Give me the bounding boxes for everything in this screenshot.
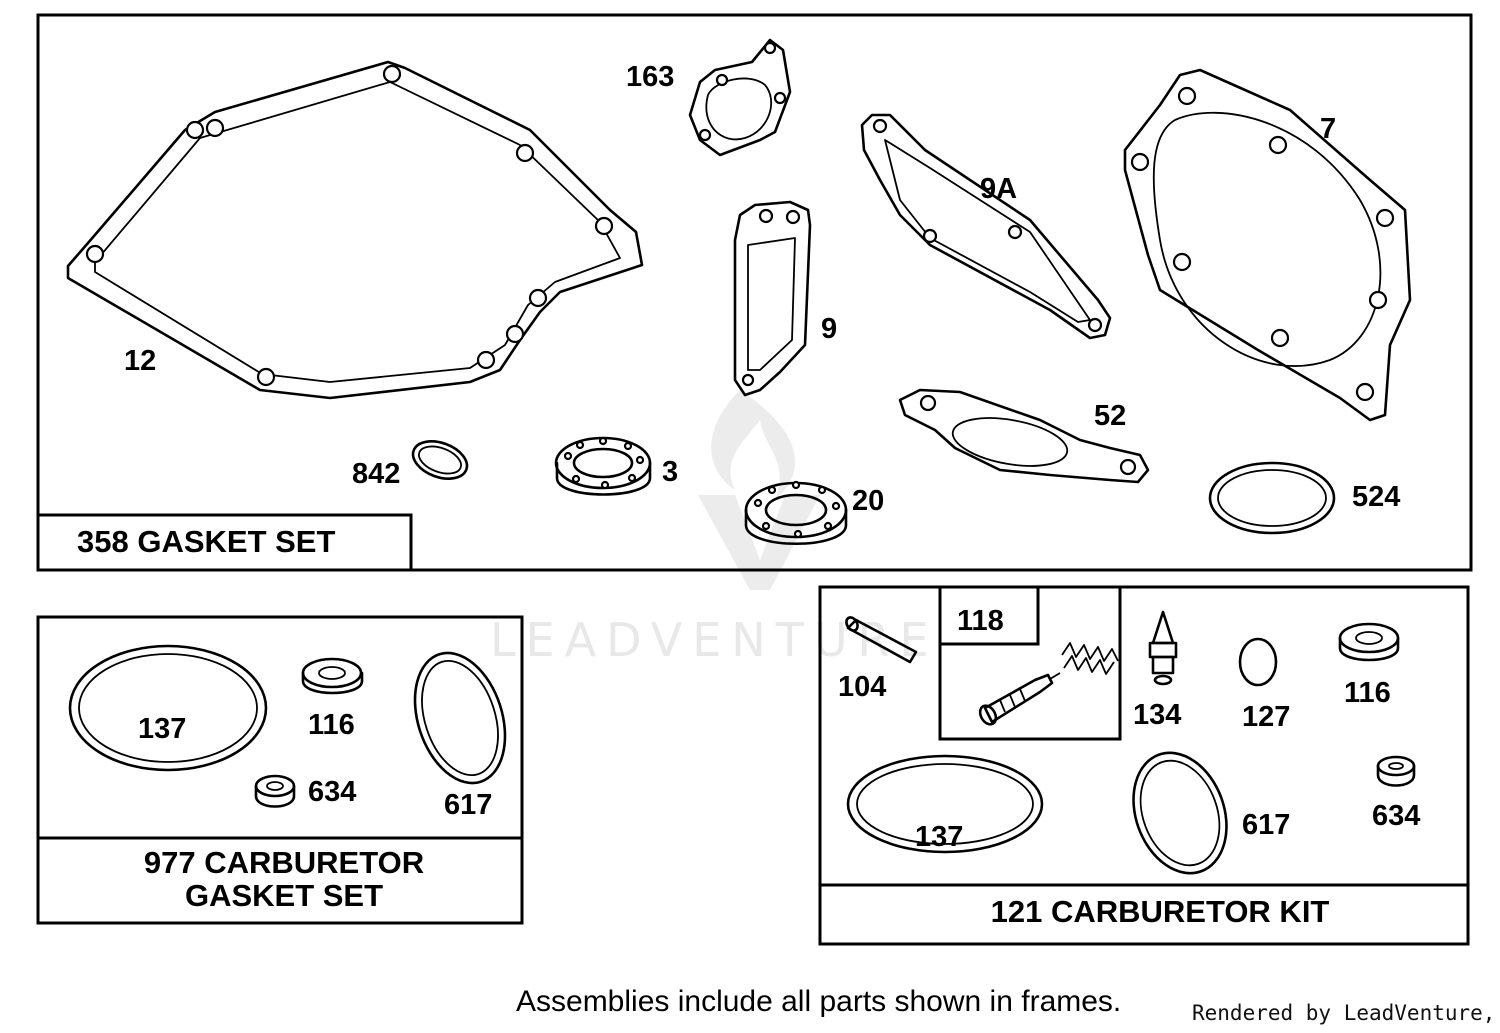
label-3: 3	[662, 456, 678, 488]
gasket-9a	[860, 113, 1112, 340]
kit-oring-617	[1132, 751, 1228, 875]
gasket-9	[733, 200, 812, 397]
watermark-flame-icon	[711, 390, 796, 500]
oring-524	[1208, 461, 1336, 535]
watermark-v-icon	[698, 495, 820, 590]
carb-gasket-set-title-line1: 977 CARBURETOR	[144, 845, 424, 880]
label-20: 20	[852, 485, 884, 517]
carb-gasket-set-title-line2: GASKET SET	[185, 878, 383, 913]
kit-gasket-137	[846, 754, 1044, 854]
kit-washer-116	[1338, 622, 1400, 662]
carb-gasket-set-border	[36, 615, 524, 925]
label-12: 12	[124, 345, 156, 377]
render-credit: Rendered by LeadVenture, Inc.	[1192, 1001, 1500, 1025]
label-kit-617: 617	[1242, 809, 1290, 841]
oring-842	[411, 440, 469, 480]
watermark: LEADVENTURE	[490, 390, 929, 667]
label-carb-634: 634	[308, 776, 356, 808]
label-9a: 9A	[980, 173, 1017, 205]
label-carb-116: 116	[308, 709, 355, 741]
label-kit-137: 137	[915, 821, 963, 853]
carb-kit-frame: 121 CARBURETOR KIT 118 104 134	[818, 585, 1470, 946]
pin-104	[845, 616, 918, 664]
carb-washer-116	[301, 657, 364, 695]
label-127: 127	[1242, 701, 1290, 733]
assemblies-note: Assemblies include all parts shown in fr…	[516, 985, 1121, 1018]
seal-20	[744, 480, 848, 545]
label-842: 842	[352, 458, 400, 490]
carb-kit-border	[818, 585, 1470, 946]
label-kit-116: 116	[1344, 677, 1391, 709]
label-134: 134	[1133, 699, 1181, 731]
seal-3	[554, 436, 652, 496]
carb-gasket-137	[68, 644, 268, 772]
gasket-set-title-box	[36, 513, 413, 572]
carb-washer-634	[254, 774, 296, 808]
kit-washer-634	[1376, 755, 1416, 787]
carb-gasket-set-frame: 977 CARBURETOR GASKET SET 137 116 634 61…	[36, 615, 524, 925]
label-163: 163	[626, 61, 674, 93]
label-carb-617: 617	[444, 789, 492, 821]
gasket-12	[66, 60, 644, 400]
carb-kit-title: 121 CARBURETOR KIT	[991, 894, 1330, 929]
sub-kit-118-label-box	[938, 585, 1040, 646]
spring-118	[1061, 642, 1119, 675]
label-9: 9	[821, 313, 837, 345]
gasket-set-title: 358 GASKET SET	[77, 524, 335, 559]
label-104: 104	[838, 671, 886, 703]
label-524: 524	[1352, 481, 1400, 513]
gasket-163	[688, 38, 792, 157]
float-needle-134	[1148, 610, 1178, 686]
label-52: 52	[1094, 400, 1126, 432]
gasket-set-border	[36, 13, 1473, 572]
label-sub-kit-118: 118	[957, 605, 1004, 637]
gasket-7	[1123, 68, 1412, 422]
label-kit-634: 634	[1372, 800, 1420, 832]
welch-plug-127	[1238, 637, 1278, 687]
label-carb-137: 137	[138, 713, 186, 745]
gasket-52	[898, 388, 1150, 484]
label-7: 7	[1320, 113, 1336, 145]
carb-oring-617	[413, 651, 507, 785]
needle-118	[978, 672, 1061, 726]
gasket-set-frame: 358 GASKET SET 12 163	[36, 13, 1473, 572]
